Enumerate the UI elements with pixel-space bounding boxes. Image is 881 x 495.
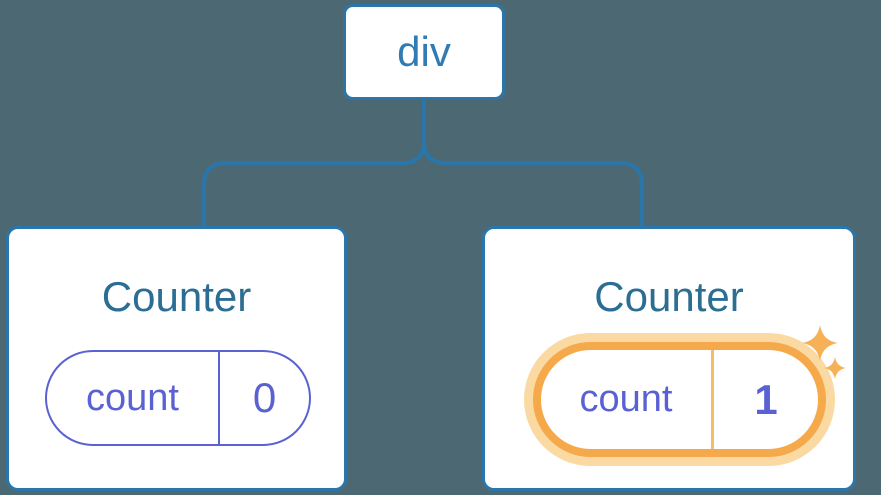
tree-node-div-label: div <box>397 28 451 75</box>
state-pill-right: count 1 <box>533 342 826 457</box>
state-value-right: 1 <box>754 375 778 423</box>
state-label-left: count <box>47 352 220 444</box>
tree-node-div: div <box>343 4 505 100</box>
state-pill-left: count 0 <box>45 350 311 446</box>
state-label-right: count <box>541 350 714 449</box>
counter-title-left: Counter <box>101 273 252 320</box>
state-value-left: 0 <box>252 374 277 421</box>
sparkle-icon-large <box>802 325 838 361</box>
counter-card-left: Counter count 0 <box>6 226 347 491</box>
connector-right-branch <box>422 140 644 228</box>
counter-title-right: Counter <box>594 273 744 320</box>
connector-left-branch <box>202 100 426 228</box>
sparkle-icon-small <box>824 357 846 379</box>
counter-card-right: Counter count 1 <box>482 226 856 491</box>
